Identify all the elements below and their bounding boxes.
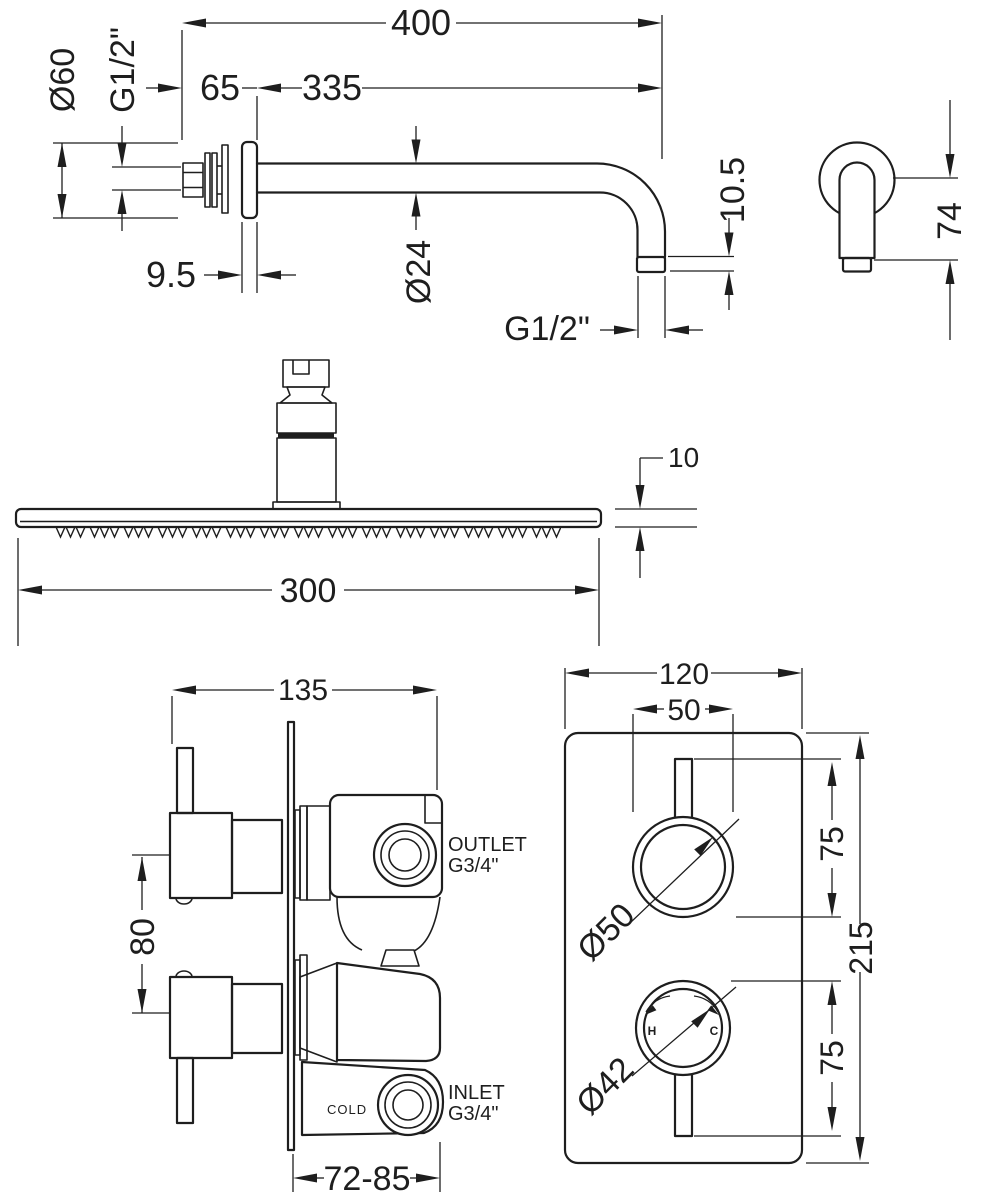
valve-bottom-handle-front: H C — [634, 979, 732, 1138]
dim-outlet-thread: G1/2" — [504, 310, 590, 348]
arm-wall-fixing — [182, 140, 259, 220]
valve-top-handle-side — [168, 746, 284, 905]
head-swivel-connector — [272, 359, 341, 510]
head-disc — [14, 507, 603, 529]
dim-plate-width: 120 — [659, 658, 709, 691]
arm-washer — [204, 152, 211, 208]
dim-tube-diameter: Ø24 — [400, 240, 438, 304]
outlet-thread-label: G3/4" — [448, 855, 498, 877]
dim-head-thickness: 10 — [668, 442, 699, 473]
dim-wall-section: 65 — [200, 67, 240, 108]
dim-upper-span: 75 — [814, 826, 850, 862]
cold-port-label: COLD — [327, 1102, 367, 1117]
arm-wall-flange — [240, 140, 259, 220]
inlet-label: INLET — [448, 1082, 505, 1104]
rotate-arrow-hot — [645, 995, 671, 1013]
arm-nut — [182, 162, 204, 198]
valve-bottom-body: COLD — [299, 961, 445, 1137]
hot-indicator-label: H — [648, 1024, 657, 1038]
dim-wall-thread: G1/2" — [104, 27, 142, 113]
dim-total-length: 400 — [391, 2, 451, 43]
rotate-arrow-cold — [693, 995, 719, 1013]
inlet-thread-label: G3/4" — [448, 1103, 498, 1125]
valve-connecting-pipe — [336, 896, 441, 967]
dim-lower-span: 75 — [814, 1040, 850, 1076]
arm-front-thread — [841, 256, 873, 273]
valve-top-body — [328, 793, 444, 899]
shower-head-view: 300 10 — [14, 359, 699, 646]
head-nozzles — [55, 527, 561, 540]
dim-drop: 74 — [931, 202, 969, 240]
valve-front-view: H C 120 50 Ø50 Ø42 — [563, 658, 879, 1165]
shower-arm-side-view: 400 65 335 Ø60 G1/2" 9.5 — [44, 2, 752, 348]
dim-valve-depth: 135 — [278, 674, 328, 707]
shower-arm-front-view: 74 — [818, 100, 969, 340]
valve-bottom-handle-side — [168, 970, 284, 1125]
dim-handle-spacing: 80 — [124, 918, 162, 956]
dim-flange-diameter: Ø60 — [44, 48, 82, 112]
dim-recess-range: 72-85 — [324, 1160, 411, 1198]
cold-indicator-label: C — [710, 1024, 719, 1038]
valve-escutcheon-plate — [286, 720, 296, 1152]
dim-plate-height: 215 — [843, 921, 879, 974]
valve-side-view: COLD OUTLET G3/4" INLET G3/4" 135 80 — [124, 674, 527, 1198]
arm-front-tube — [838, 161, 876, 260]
dim-head-diameter: 300 — [280, 572, 337, 610]
valve-front-plate — [563, 731, 804, 1165]
arm-backplate — [221, 144, 229, 214]
dim-arm-length: 335 — [302, 67, 362, 108]
arm-washer — [211, 152, 218, 208]
dim-flange-thickness: 9.5 — [146, 254, 196, 295]
arm-tube — [255, 162, 667, 274]
arm-outlet-thread — [635, 255, 667, 274]
dim-outlet-stub: 10.5 — [714, 157, 752, 223]
dim-handle-inset: 50 — [667, 694, 700, 727]
outlet-label: OUTLET — [448, 834, 527, 856]
